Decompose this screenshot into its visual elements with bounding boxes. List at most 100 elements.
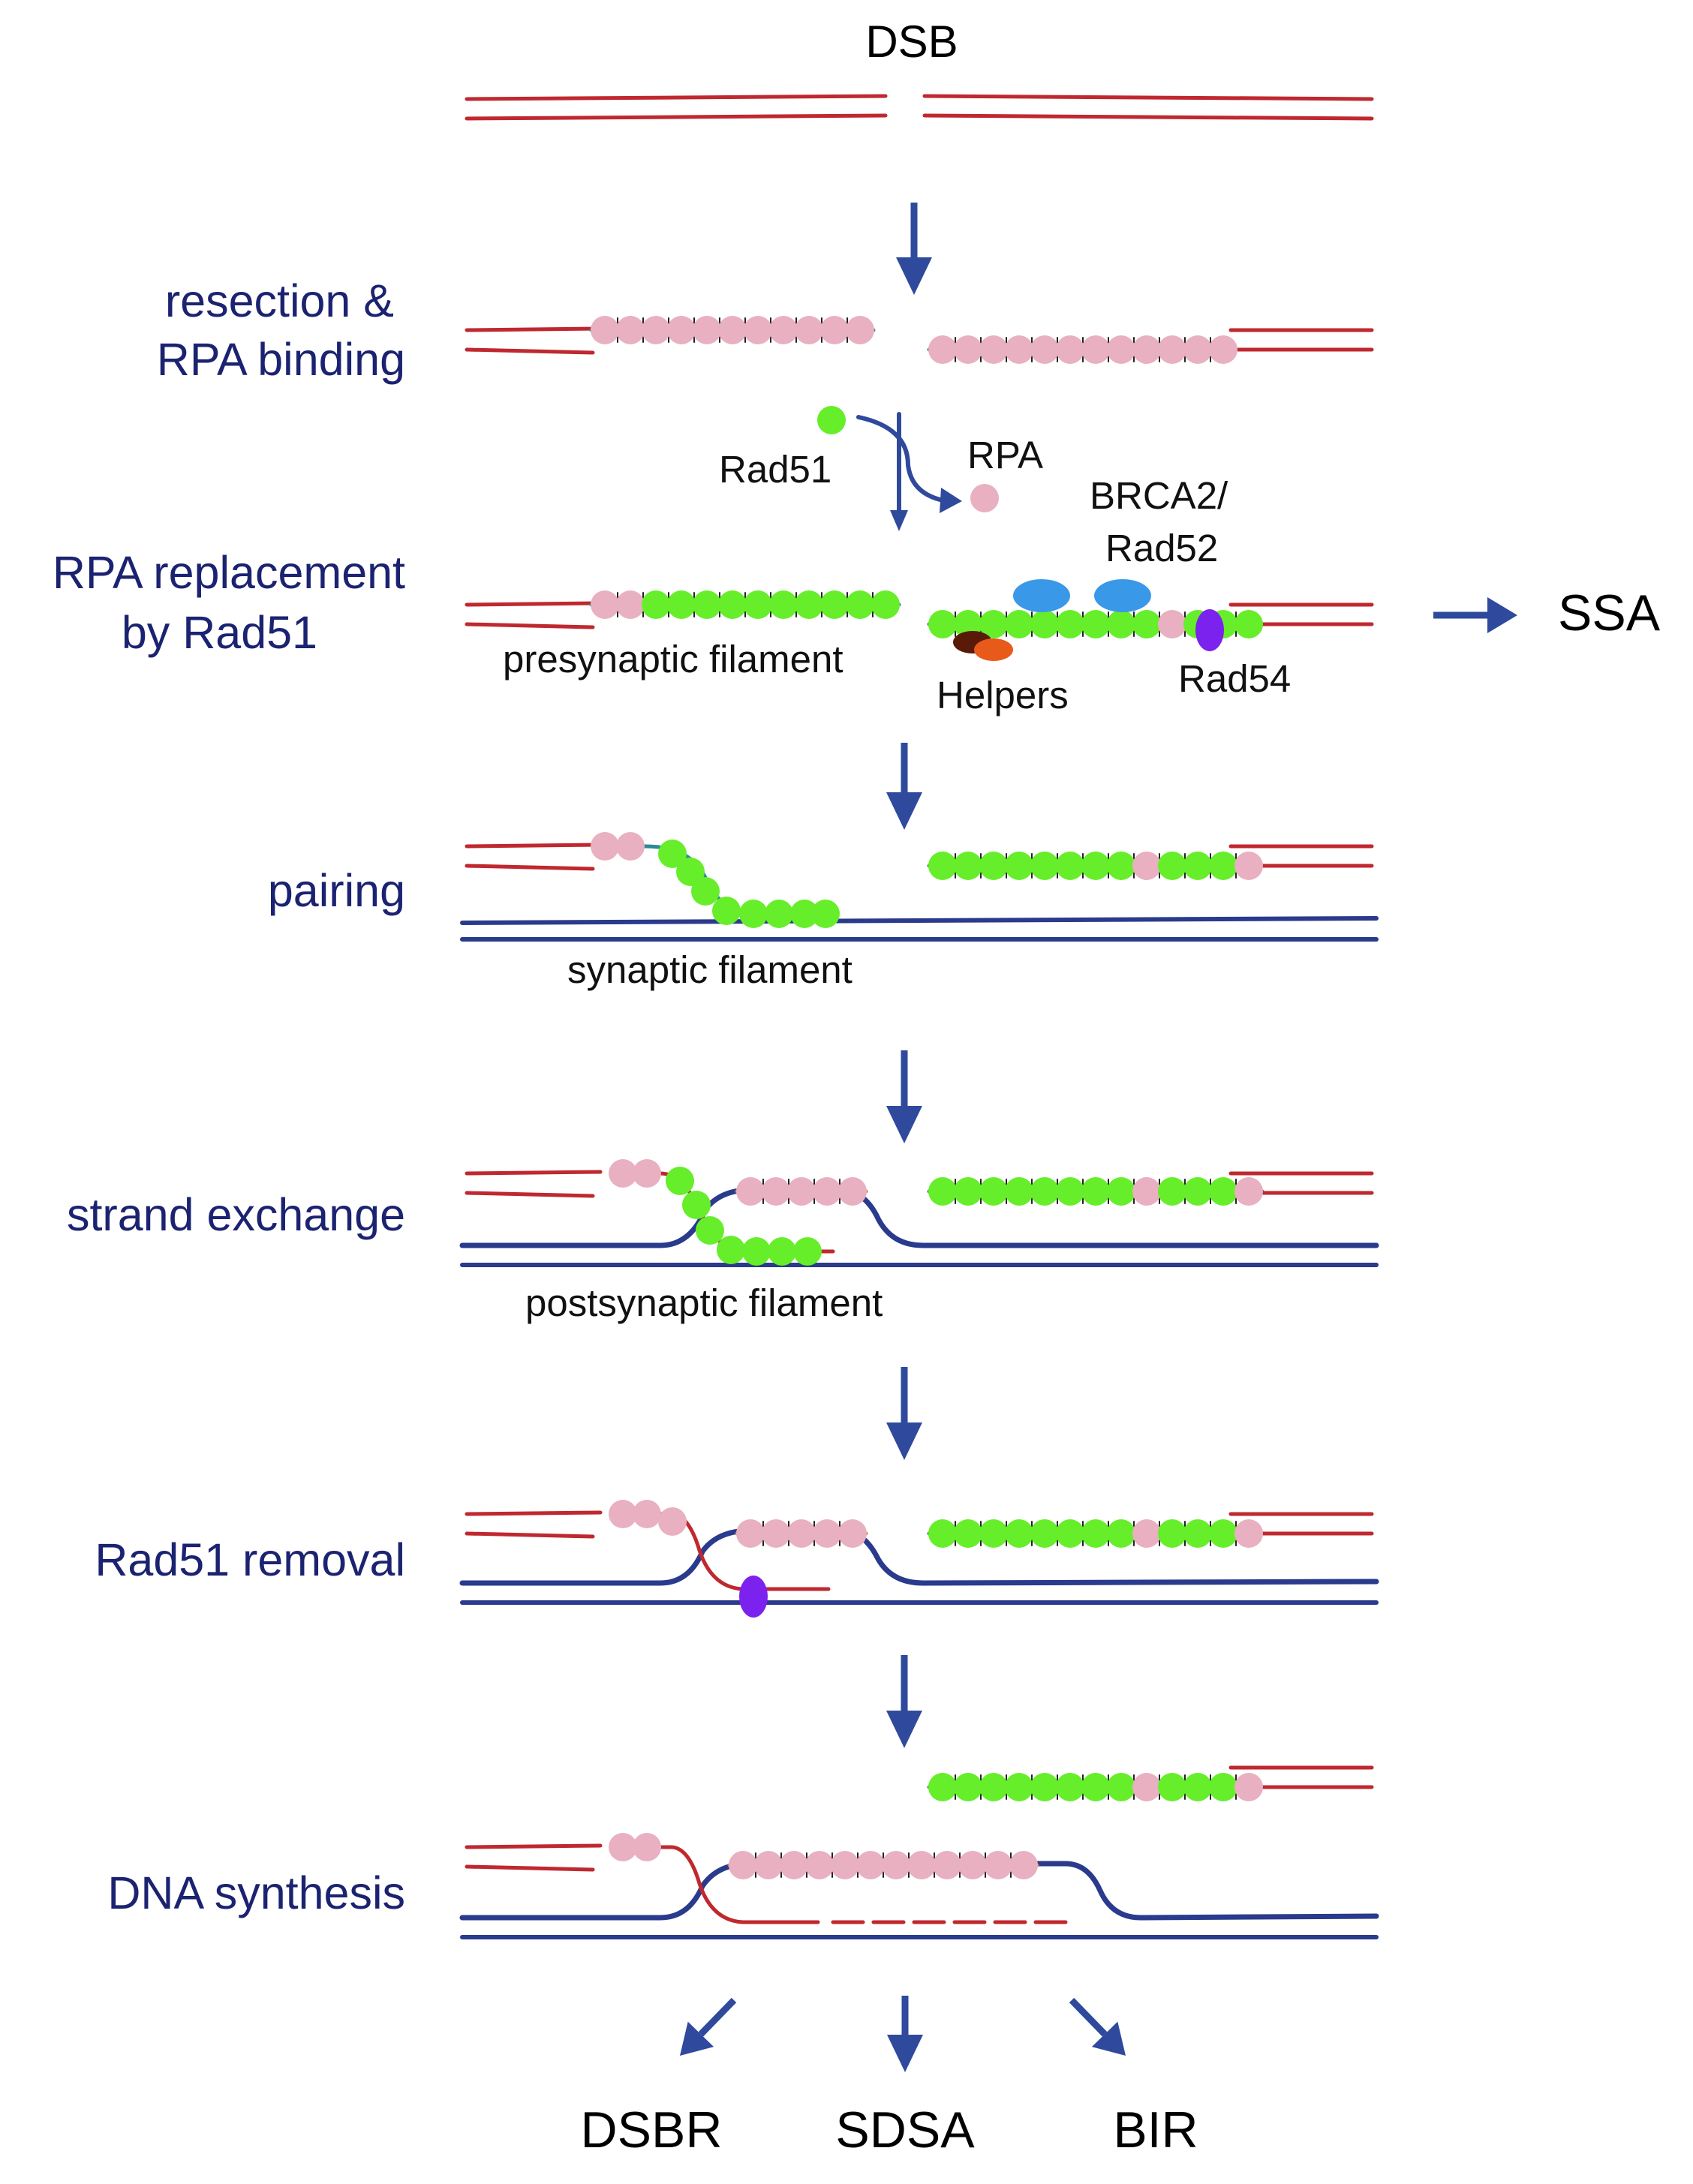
rem-right-filament-rad51-bead [954, 1519, 982, 1548]
presynaptic-right-filament-rad51-bead [1081, 610, 1110, 638]
protein-molecules [591, 316, 1263, 1879]
presynaptic-right-filament-rad51-bead [1005, 610, 1033, 638]
pair-left-duplex-top [465, 843, 603, 849]
dsb-left-top-strand [465, 94, 888, 101]
exch-rad51-bead [742, 1237, 771, 1266]
postsynaptic-filament-label: postsynaptic filament [525, 1281, 883, 1324]
resect-left-filament-rpa-bead [795, 316, 823, 344]
exch-right-filament-rad51-bead [1209, 1177, 1237, 1206]
step-strand-exchange: strand exchange [67, 1189, 405, 1240]
exch-displaced-rpa-rpa-bead [813, 1177, 841, 1206]
presynaptic-right-filament-rad51-bead [928, 610, 957, 638]
resect-left-duplex-bottom [465, 347, 595, 355]
presynaptic-left-filament-rpa-bead [591, 590, 619, 619]
helpers-label: Helpers [937, 674, 1069, 716]
exch-left-duplex-top [465, 1170, 603, 1176]
rem-rad54-oval [739, 1576, 768, 1618]
resect-right-filament-rpa-bead [1132, 335, 1161, 364]
presynaptic-right-filament-rad51-bead [1056, 610, 1084, 638]
rem-right-filament-rad51-bead [1158, 1519, 1186, 1548]
arrow-5-head [886, 1711, 922, 1748]
pair-rad51-bead [765, 900, 793, 928]
exch-right-filament-rpa-bead [1234, 1177, 1263, 1206]
exch-displaced-rpa-rpa-bead [838, 1177, 867, 1206]
rpa-release-arrow-curve [856, 415, 949, 503]
pair-right-filament-rad51-bead [928, 852, 957, 880]
arrow-3-head [886, 1106, 922, 1143]
synth-right-filament-rad51-bead [1183, 1773, 1212, 1801]
synth-displaced-rpa-rpa-bead [754, 1851, 783, 1879]
exch-rad51-bead [793, 1237, 822, 1266]
presynaptic-left-filament-rad51-bead [667, 590, 696, 619]
resect-left-filament-rpa-bead [744, 316, 772, 344]
resect-left-filament-rpa-bead [667, 316, 696, 344]
rad54-label: Rad54 [1178, 657, 1291, 700]
synth-displaced-rpa-rpa-bead [933, 1851, 961, 1879]
synth-right-filament-rpa-bead [1234, 1773, 1263, 1801]
synth-displaced-rpa-rpa-bead [907, 1851, 936, 1879]
pair-rad51-bead [676, 858, 705, 886]
exch-displaced-rpa-rpa-bead [787, 1177, 816, 1206]
presynaptic-left-filament-rad51-bead [718, 590, 747, 619]
step-resection-line2: RPA binding [157, 334, 405, 385]
pair-rad51-bead [691, 877, 720, 906]
exch-right-filament-rad51-bead [1158, 1177, 1186, 1206]
resect-left-filament-rpa-bead [718, 316, 747, 344]
exch-rad51-bead [682, 1191, 711, 1219]
pair-right-filament-rpa-bead [1132, 852, 1161, 880]
resect-right-filament-rpa-bead [1005, 335, 1033, 364]
exch-right-filament-rad51-bead [928, 1177, 957, 1206]
exch-right-filament-rad51-bead [979, 1177, 1008, 1206]
brca2-rad52-oval-1 [1013, 579, 1070, 612]
presynaptic-right-filament-rad51-bead [1107, 610, 1135, 638]
resect-right-filament-rpa-bead [1056, 335, 1084, 364]
synth-right-filament-rad51-bead [928, 1773, 957, 1801]
pair-rpa-bead [591, 832, 619, 861]
presynaptic-left-filament-rad51-bead [642, 590, 670, 619]
brca2-rad52-oval-2 [1094, 579, 1151, 612]
exch-right-filament-rad51-bead [1081, 1177, 1110, 1206]
presynaptic-left-filament-rad51-bead [795, 590, 823, 619]
exch-rad51-bead [717, 1236, 745, 1264]
synth-left-duplex-bottom [465, 1864, 595, 1872]
pair-right-filament-rad51-bead [1005, 852, 1033, 880]
outcome-bir: BIR [1113, 2101, 1198, 2158]
synth-rpa-bead [633, 1833, 661, 1861]
resect-left-filament-rpa-bead [846, 316, 874, 344]
arrow-to-dsbr-shaft [698, 1997, 737, 2037]
synth-right-filament-rad51-bead [1030, 1773, 1059, 1801]
synth-right-filament-rad51-bead [1209, 1773, 1237, 1801]
resect-right-filament-rpa-bead [1183, 335, 1212, 364]
synth-right-filament-rad51-bead [1056, 1773, 1084, 1801]
pair-right-filament-rad51-bead [1081, 852, 1110, 880]
pair-left-duplex-bottom [465, 864, 595, 871]
exch-displaced-rpa-rpa-bead [762, 1177, 790, 1206]
exch-right-filament-rpa-bead [1132, 1177, 1161, 1206]
exch-rpa-bead [609, 1159, 637, 1188]
presynaptic-right-filament-rad51-bead [1234, 610, 1263, 638]
helper-orange-oval [974, 638, 1013, 661]
synth-right-filament-rpa-bead [1132, 1773, 1161, 1801]
presynaptic-left-filament-rad51-bead [693, 590, 721, 619]
exch-right-filament-rad51-bead [1107, 1177, 1135, 1206]
rem-right-filament-rad51-bead [1183, 1519, 1212, 1548]
pair-right-filament-rad51-bead [979, 852, 1008, 880]
replace-left-duplex-top [465, 601, 600, 607]
rem-displaced-rpa-rpa-bead [787, 1519, 816, 1548]
rem-rpa-bead [609, 1500, 637, 1528]
rpa-release-arrow-head [940, 488, 962, 513]
rem-right-filament-rad51-bead [1005, 1519, 1033, 1548]
ssa-arrow-head [1487, 597, 1517, 633]
pair-right-filament-rad51-bead [1209, 852, 1237, 880]
rem-left-duplex-bottom [465, 1531, 595, 1539]
presynaptic-right-filament-rpa-bead [1158, 610, 1186, 638]
rem-right-filament-rad51-bead [1107, 1519, 1135, 1548]
resect-left-filament-rpa-bead [820, 316, 849, 344]
synth-displaced-rpa-rpa-bead [729, 1851, 757, 1879]
rem-displaced-rpa-rpa-bead [736, 1519, 765, 1548]
resect-left-duplex-top [465, 326, 603, 332]
step-replacement-line2: by Rad51 [122, 607, 317, 658]
synth-displaced-rpa-rpa-bead [882, 1851, 910, 1879]
step-resection-line1: resection & [165, 275, 394, 326]
dsb-right-top-strand [922, 94, 1374, 101]
